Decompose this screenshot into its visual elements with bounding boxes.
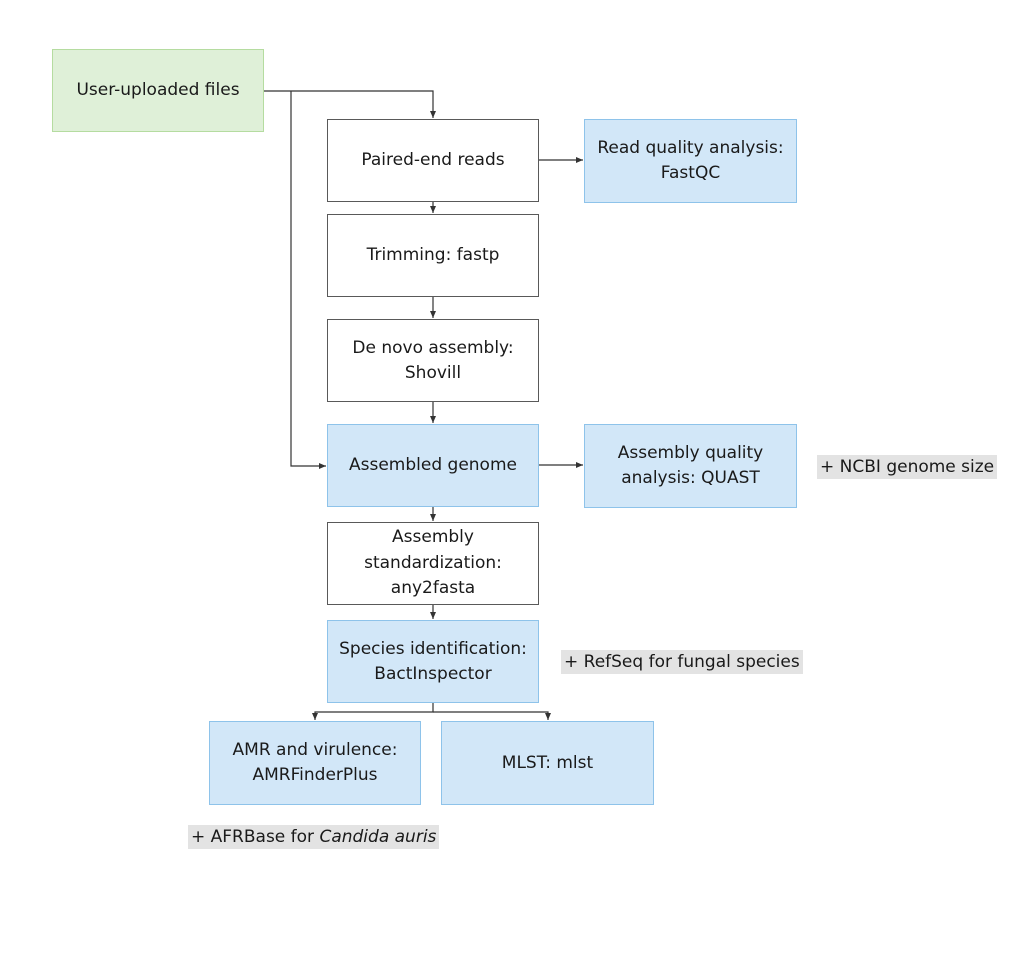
node-user-uploaded-files: User-uploaded files bbox=[52, 49, 264, 132]
node-label-line-2: AMRFinderPlus bbox=[252, 765, 378, 785]
note-text: + NCBI genome size bbox=[820, 457, 995, 477]
node-label-line-1: Assembly bbox=[392, 527, 474, 548]
node-amr-virulence: AMR and virulence: AMRFinderPlus bbox=[209, 721, 421, 805]
node-label-line-1: Assembly quality bbox=[617, 443, 764, 464]
node-assembled-genome: Assembled genome bbox=[327, 424, 539, 507]
node-label-line-1: Species identification: bbox=[339, 638, 527, 659]
node-species-identification: Species identification: BactInspector bbox=[327, 620, 539, 703]
node-label-line-2: standardization: bbox=[364, 552, 502, 573]
node-label-line-1: Read quality analysis: bbox=[597, 138, 784, 159]
node-label-line-2: Shovill bbox=[404, 362, 462, 383]
note-text-prefix: + AFRBase for bbox=[191, 827, 320, 847]
edge-upload-to-paired bbox=[264, 90, 436, 118]
node-label-line-2: FastQC bbox=[660, 163, 721, 183]
node-label: User-uploaded files bbox=[76, 80, 240, 101]
note-refseq-fungal: + RefSeq for fungal species bbox=[561, 650, 803, 674]
edge-species-to-amr bbox=[312, 703, 434, 720]
node-assembly-quality-analysis: Assembly quality analysis: QUAST bbox=[584, 424, 797, 508]
note-text-species: Candida auris bbox=[319, 827, 437, 847]
note-ncbi-genome-size: + NCBI genome size bbox=[817, 455, 998, 479]
node-paired-end-reads: Paired-end reads bbox=[327, 119, 539, 202]
node-label-line-1: AMR and virulence: bbox=[232, 740, 398, 761]
node-label-line-1: De novo assembly: bbox=[352, 337, 514, 358]
node-label: Assembled genome bbox=[349, 455, 517, 476]
node-trimming: Trimming: fastp bbox=[327, 214, 539, 297]
node-label-line-2: analysis: QUAST bbox=[621, 468, 760, 488]
edge-species-to-mlst bbox=[433, 711, 551, 720]
node-label-line-2: BactInspector bbox=[374, 663, 492, 684]
node-mlst: MLST: mlst bbox=[441, 721, 654, 805]
note-text: + RefSeq for fungal species bbox=[564, 652, 800, 672]
node-de-novo-assembly: De novo assembly: Shovill bbox=[327, 319, 539, 402]
edge-upload-to-assembled bbox=[290, 91, 326, 469]
node-label: MLST: mlst bbox=[501, 752, 594, 773]
note-afrbase: + AFRBase for Candida auris bbox=[188, 825, 440, 849]
node-label: Trimming: fastp bbox=[366, 245, 500, 266]
node-label-line-3: any2fasta bbox=[390, 578, 476, 599]
node-label: Paired-end reads bbox=[361, 150, 505, 171]
node-assembly-standardization: Assembly standardization: any2fasta bbox=[327, 522, 539, 605]
node-read-quality-analysis: Read quality analysis: FastQC bbox=[584, 119, 797, 203]
